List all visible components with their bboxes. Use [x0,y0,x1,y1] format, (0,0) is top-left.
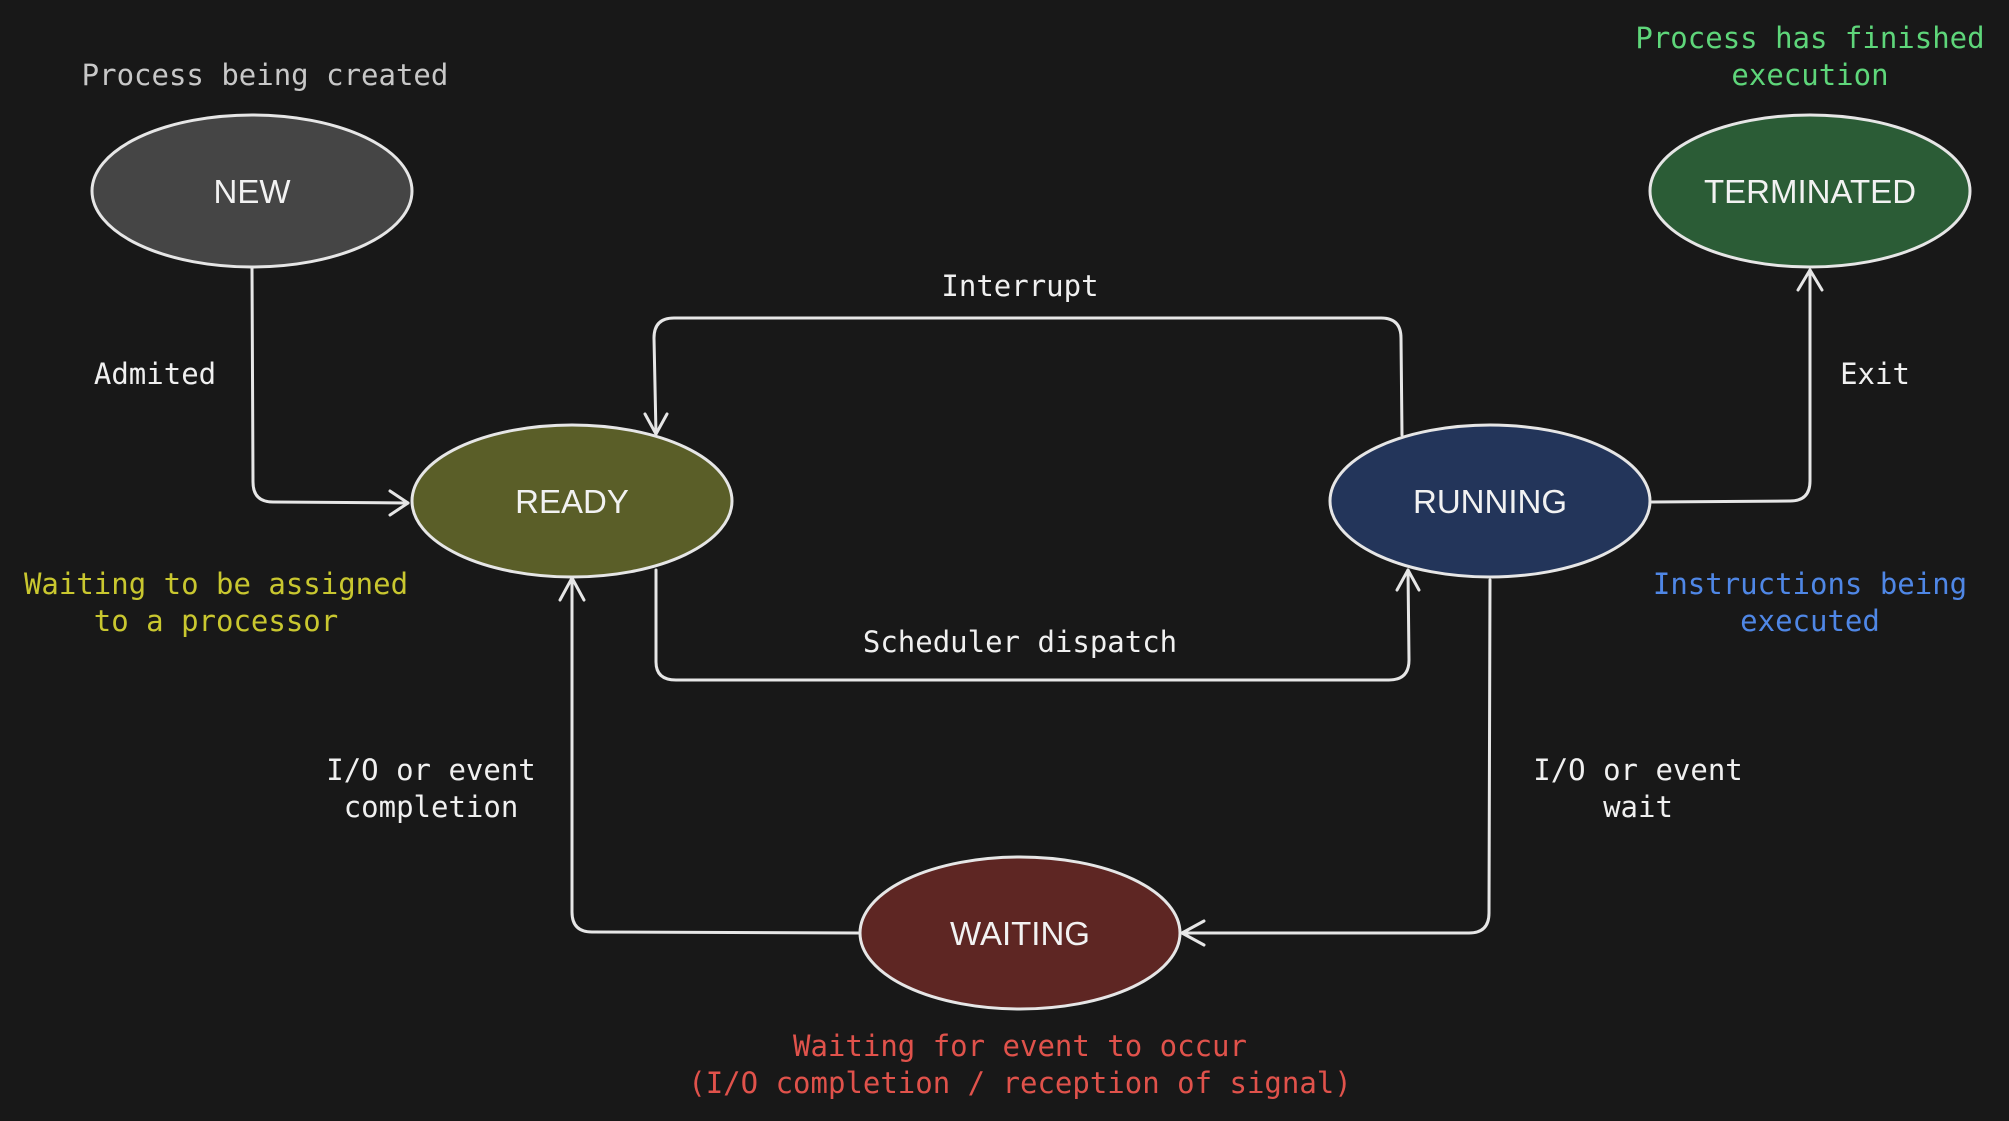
edges [250,266,1824,947]
state-running-label: RUNNING [1413,483,1567,520]
arrowhead-interrupt [643,412,669,436]
state-new-label: NEW [214,173,292,210]
transition-labels: Admited Interrupt Scheduler dispatch Exi… [94,269,1910,824]
label-io-completion-line1: I/O or event [326,753,536,787]
note-waiting-line2: (I/O completion / reception of signal) [688,1066,1351,1100]
edge-interrupt [652,316,1404,437]
state-running-shape [1328,423,1652,579]
label-exit: Exit [1840,357,1910,391]
edge-io-wait [1180,578,1492,935]
note-terminated-line2: execution [1731,58,1888,92]
label-io-wait-line1: I/O or event [1533,753,1743,787]
label-io-completion-line2: completion [344,790,519,824]
note-running-line1: Instructions being [1653,567,1967,601]
label-admitted: Admited [94,357,216,391]
arrowhead-dispatch [1395,568,1421,592]
edge-dispatch [654,568,1411,682]
state-new-shape [90,113,414,269]
state-notes: Process being created Process has finish… [24,21,1985,1100]
edge-exit [1650,268,1812,504]
arrowhead-admitted [388,489,410,517]
note-running-line2: executed [1740,604,1880,638]
state-running: RUNNING [1328,423,1652,579]
state-ready-shape [410,423,734,579]
state-terminated: TERMINATED [1648,113,1972,269]
state-terminated-label: TERMINATED [1704,173,1916,210]
label-io-wait-line2: wait [1603,790,1673,824]
state-new: NEW [90,113,414,269]
note-ready-line2: to a processor [94,604,338,638]
state-ready: READY [410,423,734,579]
note-terminated-line1: Process has finished [1635,21,1984,55]
state-waiting-shape [858,855,1182,1011]
state-ready-label: READY [515,483,629,520]
state-waiting: WAITING [858,855,1182,1011]
state-waiting-label: WAITING [950,915,1090,952]
note-ready-line1: Waiting to be assigned [24,567,408,601]
arrowhead-io-wait [1180,919,1206,947]
note-waiting-line1: Waiting for event to occur [793,1029,1247,1063]
state-terminated-shape [1648,113,1972,269]
label-interrupt: Interrupt [941,269,1098,303]
arrowhead-exit [1796,268,1824,292]
note-new-line1: Process being created [82,58,449,92]
edge-io-completion [570,576,861,935]
label-scheduler-dispatch: Scheduler dispatch [863,625,1177,659]
edge-admitted [250,266,410,505]
